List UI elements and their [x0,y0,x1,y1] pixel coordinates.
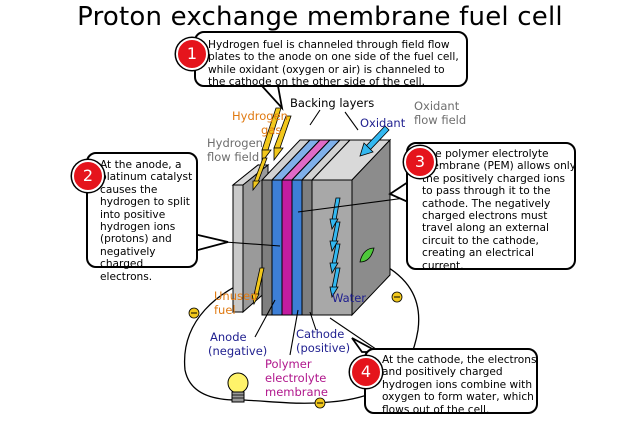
oxidant-flow-plate [310,138,392,317]
oxidant-arrows [329,125,390,299]
hydrogen-gas-arrows [251,107,292,306]
label-water: Water [332,291,366,305]
label-hydrogen-flow-1: Hydrogen [207,136,263,150]
callout-step-3: The polymer electrolyte membrane (PEM) a… [406,142,577,272]
label-cathode-1: Cathode [296,327,345,341]
label-polymer-1: Polymer [265,357,312,371]
callout-step-4-text: At the cathode, the electrons and positi… [382,354,537,416]
label-hydrogen-gas-1: Hydrogen [232,109,288,123]
minus-terminal-icon [188,307,200,319]
label-unused-fuel-2: fuel [214,303,236,317]
callout-step-2-text: At the anode, a platinum catalyst causes… [100,159,193,283]
label-anode-2: (negative) [208,344,268,358]
plus-terminal-icon [314,397,326,409]
label-cathode-2: (positive) [296,341,351,355]
label-polymer-2: electrolyte [265,371,327,385]
callout-step-2: At the anode, a platinum catalyst causes… [86,152,198,283]
page-title: Proton exchange membrane fuel cell [77,2,563,32]
step-3-badge: 3 [404,146,436,178]
step-4-badge: 4 [350,356,382,388]
lightbulb-icon [227,372,249,403]
label-polymer-3: membrane [265,385,328,399]
callout-step-1-text: Hydrogen fuel is channeled through field… [208,39,459,89]
callout-step-3-text: The polymer electrolyte membrane (PEM) a… [422,148,577,272]
label-backing-layers: Backing layers [290,96,375,110]
plus-terminal-right-icon [391,291,403,303]
load-leaf-icon [359,247,375,263]
callout-2-tail [197,233,229,252]
label-hydrogen-flow-2: flow field [207,150,260,164]
label-unused-fuel-1: Unused [214,289,258,303]
label-hydrogen-gas-2: gas [261,123,282,137]
callout-step-4: At the cathode, the electrons and positi… [364,348,538,416]
label-oxidant-flow-1: Oxidant [414,99,460,113]
circuit-wire-left [184,277,256,401]
label-anode-1: Anode [210,330,247,344]
step-2-badge: 2 [72,160,104,192]
callout-step-1: Hydrogen fuel is channeled through field… [194,31,468,89]
callout-1-tail [259,85,284,111]
label-oxidant: Oxidant [360,116,406,130]
label-oxidant-flow-2: flow field [414,113,467,127]
step-1-badge: 1 [176,38,208,70]
